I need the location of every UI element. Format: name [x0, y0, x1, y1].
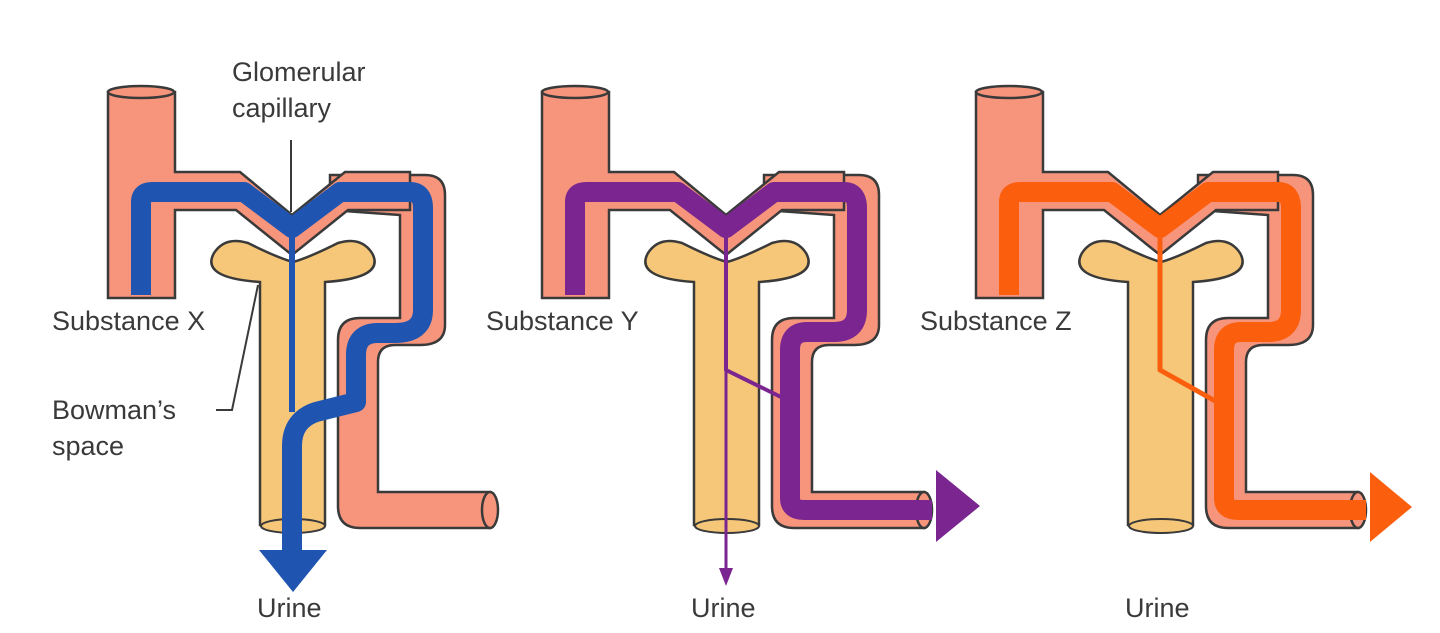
panel-substance-y: Substance Y Urine — [486, 84, 980, 623]
substance-y-label: Substance Y — [486, 306, 639, 336]
glomerular-label-line1: Glomerular — [232, 57, 366, 87]
urine-label-y: Urine — [691, 593, 756, 623]
flow-substance-y — [565, 182, 980, 586]
bowmans-space-label: Bowman’s space — [52, 395, 184, 461]
substance-x-label: Substance X — [52, 306, 205, 336]
urine-label-x: Urine — [257, 593, 322, 623]
flow-substance-x — [131, 182, 433, 592]
panel-substance-x: Glomerular capillary Substance X Bowman’… — [52, 57, 500, 623]
bowmans-label-line1: Bowman’s — [52, 395, 176, 425]
flow-substance-z — [999, 182, 1412, 542]
glomerular-label-line2: capillary — [232, 93, 332, 123]
substance-z-label: Substance Z — [920, 306, 1072, 336]
glomerular-capillary-label: Glomerular capillary — [232, 57, 373, 123]
bowmans-label-line2: space — [52, 431, 124, 461]
urine-label-z: Urine — [1125, 593, 1190, 623]
panel-substance-z: Substance Z Urine — [920, 84, 1412, 623]
